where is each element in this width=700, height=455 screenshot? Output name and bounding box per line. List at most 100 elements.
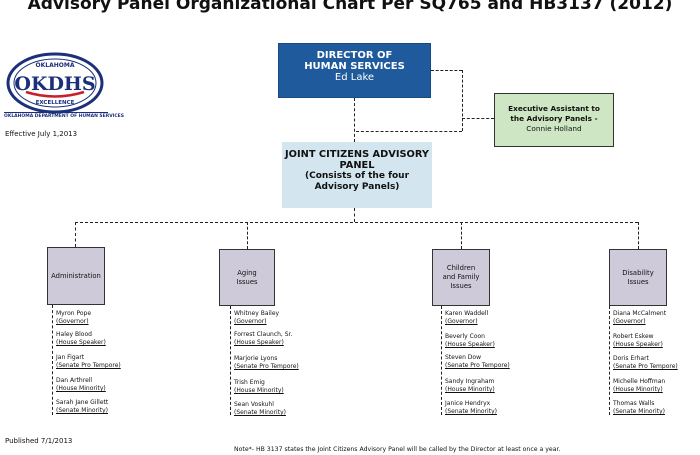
member-role: (Senate Minority) xyxy=(234,409,286,416)
director-box: DIRECTOR OF HUMAN SERVICES Ed Lake xyxy=(278,43,431,98)
member-role: (Governor) xyxy=(613,318,646,325)
logo-top-text: OKLAHOMA xyxy=(36,62,75,69)
joint-title-line2: PANEL xyxy=(339,160,375,171)
director-title-line2: HUMAN SERVICES xyxy=(304,61,405,72)
member-name: Diana McCalment xyxy=(613,310,667,317)
assistant-connector-left xyxy=(356,131,462,132)
member-name: Marjorie Lyons xyxy=(234,355,278,362)
member-name: Jan Figart xyxy=(56,354,85,361)
member-name: Doris Erhart xyxy=(613,355,649,362)
executive-assistant-box: Executive Assistant to the Advisory Pane… xyxy=(494,93,614,147)
assistant-title-line1: Executive Assistant to xyxy=(508,104,600,113)
panel-administration: Administration xyxy=(47,247,105,305)
assistant-title-line2: the Advisory Panels - xyxy=(510,114,598,123)
panel-label: Aging Issues xyxy=(236,268,258,286)
bus-drop-children xyxy=(461,222,462,249)
member-role: (House Minority) xyxy=(445,386,495,393)
member-entry: Thomas Walls (Senate Minority) xyxy=(613,400,665,416)
member-role: (House Speaker) xyxy=(613,341,663,348)
member-name: Thomas Walls xyxy=(613,400,655,407)
member-entry: Beverly Coon (House Speaker) xyxy=(445,333,495,349)
member-role: (Senate Minority) xyxy=(56,407,108,414)
member-name: Sandy Ingraham xyxy=(445,378,495,385)
member-role: (Senate Pro Tempore) xyxy=(445,362,510,369)
member-role: (Governor) xyxy=(445,318,478,325)
member-entry: Karen Waddell (Governor) xyxy=(445,310,488,326)
okdhs-logo: OKLAHOMA OKDHS EXCELLENCE xyxy=(6,52,104,114)
director-to-joint-connector xyxy=(354,98,355,142)
member-entry: Robert Eskew (House Speaker) xyxy=(613,333,663,349)
chart-title: Advisory Panel Organizational Chart Per … xyxy=(27,0,673,14)
member-name: Sarah Jane Gillett xyxy=(56,399,109,406)
joint-sub-line1: (Consists of the four xyxy=(304,171,410,181)
joint-to-bus-connector xyxy=(354,208,355,222)
member-entry: Myron Pope (Governor) xyxy=(56,310,91,326)
member-entry: Trish Emig (House Minority) xyxy=(234,379,284,395)
member-name: Robert Eskew xyxy=(613,333,654,340)
member-entry: Marjorie Lyons (Senate Pro Tempore) xyxy=(234,355,299,371)
member-name: Trish Emig xyxy=(234,379,265,386)
member-role: (Senate Minority) xyxy=(445,408,497,415)
member-entry: Janice Hendryx (Senate Minority) xyxy=(445,400,497,416)
member-name: Forrest Claunch, Sr. xyxy=(234,331,293,338)
member-entry: Forrest Claunch, Sr. (House Speaker) xyxy=(234,331,292,347)
member-name: Janice Hendryx xyxy=(445,400,491,407)
member-entry: Haley Blood (House Speaker) xyxy=(56,331,106,347)
director-name: Ed Lake xyxy=(334,72,375,83)
member-entry: Sarah Jane Gillett (Senate Minority) xyxy=(56,399,108,415)
member-role: (Governor) xyxy=(234,318,267,325)
member-entry: Michelle Hoffman (House Minority) xyxy=(613,378,665,394)
panel-disability-issues: Disability Issues xyxy=(609,249,667,306)
panel-aging-issues: Aging Issues xyxy=(219,249,275,306)
member-role: (Senate Pro Tempore) xyxy=(234,363,299,370)
member-role: (House Minority) xyxy=(234,387,284,394)
member-role: (House Speaker) xyxy=(234,339,284,346)
panel-children-family-issues: Children and Family Issues xyxy=(432,249,490,306)
member-role: (House Speaker) xyxy=(445,341,495,348)
panel-label: Disability Issues xyxy=(622,268,654,286)
effective-date: Effective July 1,2013 xyxy=(5,130,78,138)
member-role: (Senate Pro Tempore) xyxy=(613,363,678,370)
member-entry: Dan Arthrell (House Minority) xyxy=(56,377,106,393)
joint-panel-box: JOINT CITIZENS ADVISORY PANEL (Consists … xyxy=(282,142,432,208)
logo-caption: OKLAHOMA DEPARTMENT OF HUMAN SERVICES xyxy=(4,112,124,119)
logo-main-text: OKDHS xyxy=(14,73,95,95)
director-title-line1: DIRECTOR OF xyxy=(316,50,393,61)
member-role: (House Speaker) xyxy=(56,339,106,346)
member-name: Whitney Bailey xyxy=(234,310,280,317)
assistant-connector-right xyxy=(462,118,494,119)
assistant-connector-top xyxy=(431,70,462,71)
member-entry: Sandy Ingraham (House Minority) xyxy=(445,378,495,394)
member-entry: Steven Dow (Senate Pro Tempore) xyxy=(445,354,510,370)
assistant-connector-vertical xyxy=(462,70,463,131)
assistant-name: Connie Holland xyxy=(526,124,582,133)
member-role: (House Minority) xyxy=(56,385,106,392)
members-spine-disability xyxy=(609,306,610,415)
joint-title-line1: JOINT CITIZENS ADVISORY xyxy=(285,149,429,160)
member-role: (Senate Pro Tempore) xyxy=(56,362,121,369)
bus-drop-aging xyxy=(247,222,248,249)
member-name: Haley Blood xyxy=(56,331,92,338)
joint-sub-line2: Advisory Panels) xyxy=(314,182,400,192)
members-spine-children xyxy=(441,306,442,415)
member-name: Karen Waddell xyxy=(445,310,489,317)
member-role: (House Minority) xyxy=(613,386,663,393)
member-name: Dan Arthrell xyxy=(56,377,93,384)
logo-bottom-text: EXCELLENCE xyxy=(36,100,75,106)
bus-drop-administration xyxy=(75,222,76,247)
panel-bus-line xyxy=(75,222,638,223)
member-name: Myron Pope xyxy=(56,310,92,317)
bus-drop-disability xyxy=(638,222,639,249)
members-spine-administration xyxy=(52,305,53,415)
panel-label: Administration xyxy=(51,271,101,280)
member-name: Michelle Hoffman xyxy=(613,378,666,385)
published-date: Published 7/1/2013 xyxy=(5,437,73,445)
panel-label: Children and Family Issues xyxy=(442,264,480,290)
member-entry: Whitney Bailey (Governor) xyxy=(234,310,279,326)
member-name: Sean Voskuhl xyxy=(234,401,274,408)
member-entry: Sean Voskuhl (Senate Minority) xyxy=(234,401,286,417)
member-role: (Senate Minority) xyxy=(613,408,665,415)
member-entry: Diana McCalment (Governor) xyxy=(613,310,666,326)
members-spine-aging xyxy=(230,306,231,415)
member-entry: Jan Figart (Senate Pro Tempore) xyxy=(56,354,121,370)
